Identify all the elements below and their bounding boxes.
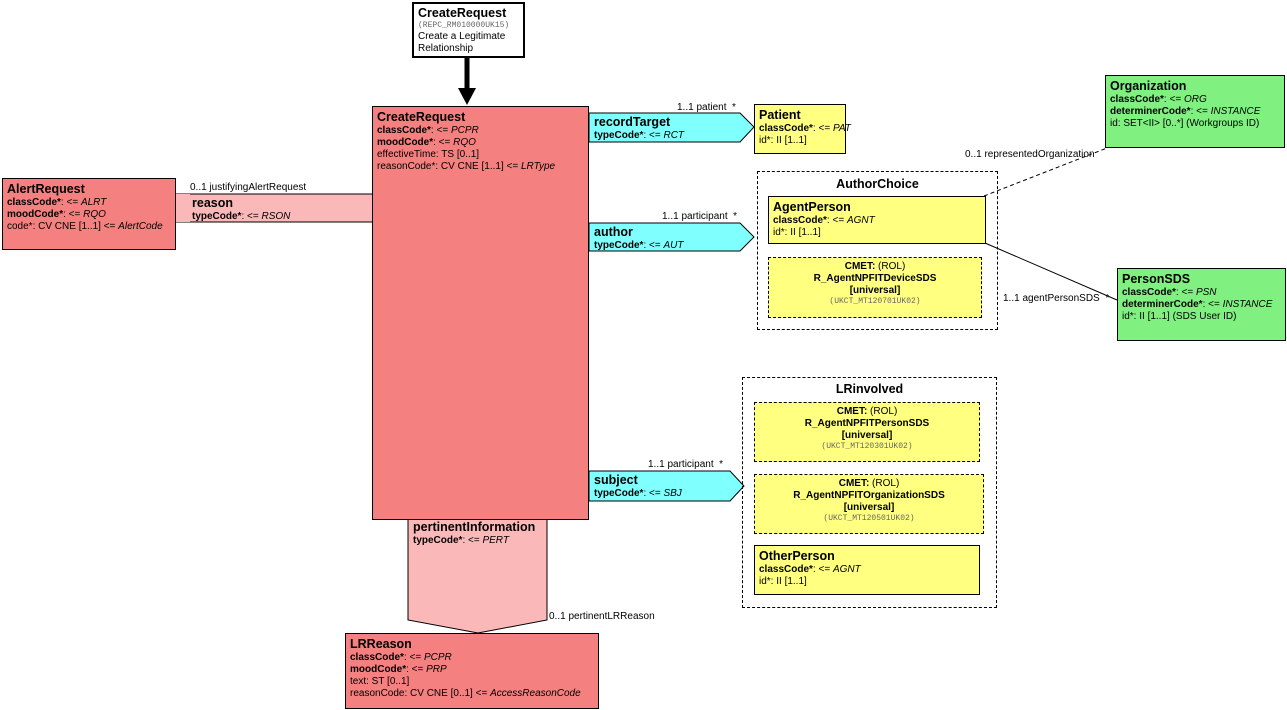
alertrequest-moodcode: moodCode*: <= RQO — [7, 209, 106, 220]
reason-assoc-label: 0..1 justifyingAlertRequest — [190, 182, 307, 193]
personsds-title: PersonSDS — [1122, 272, 1191, 286]
otherperson-class: OtherPerson classCode*: <= AGNT id*: II … — [754, 545, 980, 595]
patient-title: Patient — [759, 108, 801, 122]
agentperson-title: AgentPerson — [773, 200, 851, 214]
agentperson-class: AgentPerson classCode*: <= AGNT id*: II … — [768, 196, 986, 244]
alertrequest-title: AlertRequest — [7, 182, 85, 196]
otherperson-title: OtherPerson — [759, 549, 835, 563]
entry-arrow-head — [458, 88, 476, 105]
entry-desc-1: Create a Legitimate — [418, 31, 506, 42]
pertinentinformation-label: pertinentInformation typeCode*: <= PERT — [413, 520, 536, 546]
organization-class: Organization classCode*: <= ORG determin… — [1105, 75, 1285, 148]
subject-assoc-label: 1..1 participant * — [648, 459, 724, 470]
lrreason-class: LRReason classCode*: <= PCPR moodCode*: … — [345, 633, 599, 709]
alertrequest-class: AlertRequest classCode*: <= ALRT moodCod… — [2, 178, 176, 250]
organization-assoc-label: 0..1 representedOrganization — [965, 149, 1095, 160]
lrinvolved-title: LRinvolved — [835, 382, 904, 396]
recordtarget-assoc-label: 1..1 patient * — [677, 102, 736, 113]
createrequest-title: CreateRequest — [377, 110, 466, 124]
agentPersonSDS-line — [984, 242, 1118, 301]
cmet-device-sds: CMET: (ROL) R_AgentNPFITDeviceSDS [unive… — [768, 257, 982, 318]
organization-title: Organization — [1110, 79, 1187, 93]
entry-code: (REPC_RM010000UK15) — [418, 21, 510, 30]
lrinvolved-container — [742, 377, 997, 608]
author-label: author typeCode*: <= AUT — [594, 225, 684, 251]
authorchoice-title: AuthorChoice — [836, 177, 919, 191]
personsds-assoc-label: 1..1 agentPersonSDS * — [1003, 293, 1110, 304]
authorchoice-container — [757, 171, 998, 330]
patient-class: Patient classCode*: <= PAT id*: II [1..1… — [754, 104, 851, 154]
author-assoc-label: 1..1 participant * — [662, 211, 738, 222]
entry-desc-2: Relationship — [418, 43, 474, 54]
alertrequest-classcode: classCode*: <= ALRT — [7, 197, 107, 208]
lrreason-title: LRReason — [350, 637, 412, 651]
personsds-class: PersonSDS classCode*: <= PSN determinerC… — [1117, 268, 1286, 341]
alertrequest-code: code*: CV CNE [1..1] <= AlertCode — [7, 221, 163, 232]
pertinent-assoc-label: 0..1 pertinentLRReason — [549, 611, 655, 622]
entry-title: CreateRequest — [418, 6, 507, 20]
recordtarget-label: recordTarget typeCode*: <= RCT — [594, 115, 685, 141]
entry-point-box: CreateRequest (REPC_RM010000UK15) Create… — [412, 2, 525, 58]
reason-label: reason typeCode*: <= RSON — [192, 196, 291, 222]
createrequest-class: CreateRequest classCode*: <= PCPR moodCo… — [372, 106, 589, 520]
cmet-person-sds: CMET: (ROL) R_AgentNPFITPersonSDS [unive… — [754, 402, 980, 462]
createrequest-moodcode: moodCode*: <= RQO — [377, 137, 476, 148]
createrequest-classcode: classCode*: <= PCPR — [377, 125, 479, 136]
cmet-organization-sds: CMET: (ROL) R_AgentNPFITOrganizationSDS … — [754, 474, 984, 534]
createrequest-effectivetime: effectiveTime: TS [0..1] — [377, 149, 480, 160]
subject-label: subject typeCode*: <= SBJ — [594, 473, 682, 499]
createrequest-reasoncode: reasonCode*: CV CNE [1..1] <= LRType — [377, 161, 556, 172]
